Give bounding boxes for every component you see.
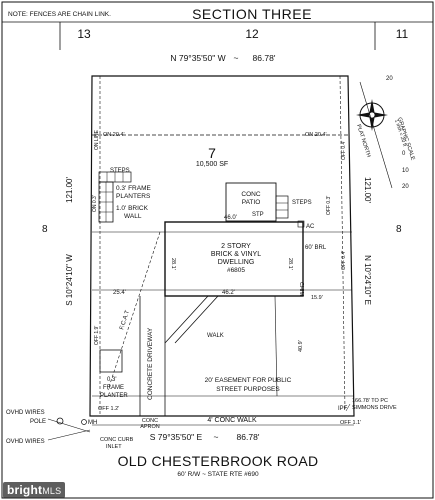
- driveway: [139, 295, 278, 416]
- conc-curb-1: CONC CURB: [100, 437, 134, 443]
- lot-boundary: [89, 75, 355, 417]
- steps-right-label: STEPS: [292, 200, 312, 206]
- scale-tick-2: 10: [402, 168, 409, 174]
- off-0-4: OFF 0.4': [341, 141, 347, 160]
- off-0-4b: OFF 0.4': [341, 251, 347, 270]
- scale-tick-0: 20: [386, 76, 393, 82]
- dwelling-line3: DWELLING: [218, 259, 255, 266]
- scale-tick-3: 20: [402, 184, 409, 190]
- mh-label: MH: [88, 420, 97, 426]
- lot-right-number: 11: [396, 27, 409, 41]
- ovhd-wires-1: OVHD WIRES: [6, 410, 45, 416]
- dim-28-1b: 28.1': [287, 258, 293, 270]
- road-name: OLD CHESTERBROOK ROAD: [118, 453, 319, 469]
- dim-46-2: 46.2': [222, 290, 235, 296]
- patio-label-1: CONC: [241, 191, 260, 198]
- easement-line2: STREET PURPOSES: [216, 386, 280, 393]
- south-bearing-sep: ~: [214, 432, 219, 442]
- lot-center-number: 12: [245, 27, 259, 41]
- off-1-1: OFF 1.1': [340, 420, 361, 426]
- conc-curb-2: INLET: [106, 444, 122, 450]
- fcat-label: F.C.A.T: [119, 309, 131, 330]
- off-1-9: OFF 1.9': [94, 326, 100, 345]
- lot-area: 10,500 SF: [196, 161, 228, 168]
- frame-planter-1: 0.3': [107, 377, 117, 383]
- patio-label-2: PATIO: [242, 199, 261, 206]
- badge-suffix: MLS: [42, 486, 62, 496]
- planters-grid: [98, 181, 114, 223]
- off-0-3a: ON 0.3': [92, 195, 98, 212]
- off-1-2: OFF 1.2': [98, 406, 119, 412]
- side-lot-left: 8: [42, 224, 48, 235]
- west-bearing: S 10°24'10" W: [65, 254, 74, 306]
- ovhd-wires-2: OVHD WIRES: [6, 439, 45, 445]
- east-distance: 121.00': [363, 177, 372, 203]
- conc-walk-label: 4' CONC WALK: [207, 417, 257, 424]
- fence-note: NOTE: FENCES ARE CHAIN LINK.: [8, 11, 111, 18]
- conc-apron-2: APRON: [140, 424, 160, 430]
- badge-brand: bright: [7, 483, 43, 497]
- brick-wall-1: 1.0' BRICK: [116, 205, 149, 212]
- to-pc-1: 166.78' TO PC: [352, 398, 388, 404]
- walk-label: WALK: [207, 333, 224, 339]
- ipf-label: IPF: [338, 406, 348, 412]
- brick-wall-2: WALL: [124, 213, 142, 220]
- north-bearing: N 79°35'50" W: [170, 53, 225, 63]
- dim-15-9: 15.9': [311, 295, 323, 301]
- on-line-tr: ON 20.4': [305, 132, 327, 138]
- driveway-label: CONCRETE DRIVEWAY: [147, 327, 154, 400]
- conc-apron-1: CONC: [142, 418, 158, 424]
- north-bearing-sep: ~: [234, 53, 239, 63]
- dwelling-line1: 2 STORY: [221, 243, 251, 250]
- dwelling-outline: [164, 221, 304, 297]
- ac-label: AC: [306, 224, 315, 230]
- east-bearing: N 10°24'10" E: [363, 255, 372, 305]
- section-title: SECTION THREE: [192, 6, 312, 22]
- south-bearing: S 79°35'50" E: [150, 432, 203, 442]
- front-walk: [164, 295, 219, 344]
- steps-top-left: [98, 171, 132, 183]
- lot-number: 7: [208, 145, 216, 161]
- frame-planters-2: PLANTERS: [116, 193, 151, 200]
- frame-planter-box: [99, 349, 123, 373]
- steps-right: [275, 195, 289, 219]
- frame-planter-3: PLANTER: [100, 393, 128, 399]
- steps-top-label: STEPS: [110, 168, 130, 174]
- dwelling-line4: #6805: [227, 267, 245, 274]
- manhole-symbol: [81, 419, 87, 425]
- on-line-tl: ON 20.4': [103, 132, 125, 138]
- dim-25-4: 25.4': [113, 290, 126, 296]
- pole-symbol: [56, 417, 64, 425]
- brl-label: 60' BRL: [305, 245, 327, 251]
- to-pc-2: SIMMONS DRIVE: [352, 405, 397, 411]
- plat-north: PLAT NORTH: [355, 124, 371, 158]
- west-distance: 121.00': [65, 177, 74, 203]
- dim-46-0: 46.0': [224, 215, 237, 221]
- pole-label: POLE: [30, 419, 46, 425]
- bright-mls-badge: brightMLS: [3, 482, 66, 498]
- off-0-3b: OFF 0.3': [326, 196, 332, 215]
- south-distance: 86.78': [237, 432, 260, 442]
- lot-left-number: 13: [77, 27, 91, 41]
- dim-40-9: 40.9': [298, 340, 304, 352]
- frame-planters-1: 0.3' FRAME: [116, 185, 151, 192]
- stp-label: STP: [252, 212, 264, 218]
- on-line-side: ON LINE: [94, 129, 100, 150]
- dim-28-1a: 28.1': [170, 258, 176, 270]
- dwelling-line2: BRICK & VINYL: [211, 251, 261, 258]
- scale-tick-1: 0: [402, 151, 406, 157]
- ac-unit: [297, 220, 305, 228]
- north-distance: 86.78': [253, 53, 276, 63]
- frame-planter-2: FRAME: [103, 385, 124, 391]
- road-sub: 60' R/W ~ STATE RTE #690: [177, 471, 259, 478]
- side-lot-right: 8: [396, 224, 402, 235]
- chim-label: CHIM: [298, 282, 304, 296]
- easement-line1: 20' EASEMENT FOR PUBLIC: [205, 377, 292, 384]
